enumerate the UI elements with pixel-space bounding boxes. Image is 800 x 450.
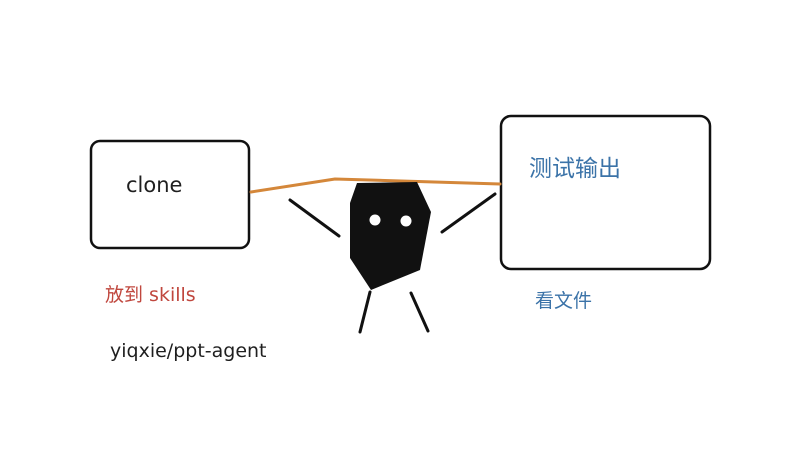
- figure-right-leg: [409, 291, 430, 333]
- figure-right-arm: [440, 192, 497, 234]
- figure-left-eye: [369, 214, 381, 226]
- figure-right-eye: [400, 215, 412, 227]
- figure-left-arm: [288, 198, 341, 238]
- test-output-label: 测试输出: [529, 156, 621, 182]
- connector-line: [249, 177, 502, 194]
- clone-box: [89, 139, 251, 250]
- repo-label: yiqxie/ppt-agent: [110, 340, 267, 362]
- view-files-label: 看文件: [535, 290, 593, 312]
- put-to-skills-label: 放到 skills: [105, 284, 196, 306]
- test-output-box: [499, 114, 712, 271]
- clone-label: clone: [126, 173, 183, 197]
- figure-body: [350, 182, 431, 290]
- figure-left-leg: [358, 290, 372, 334]
